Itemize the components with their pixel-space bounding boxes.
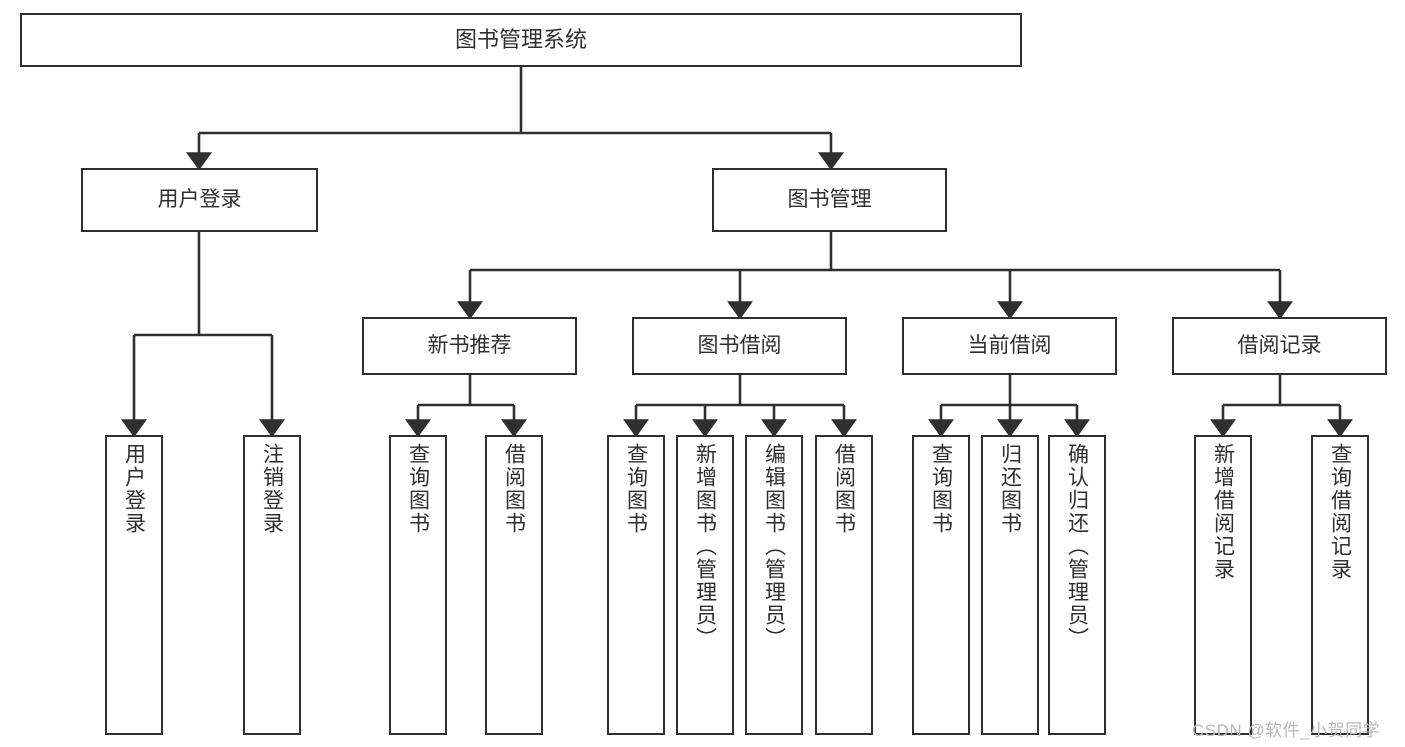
node-label: 当前借阅 (967, 333, 1052, 357)
node-current-borrow[interactable]: 当前借阅 (902, 317, 1117, 375)
node-label: 归还图书 (998, 443, 1022, 535)
node-label: 图书管理系统 (454, 27, 587, 53)
node-label: 新增借阅记录 (1211, 443, 1235, 581)
leaf-current-borrow-query[interactable]: 查询图书 (912, 435, 970, 735)
node-label: 确认归还（管理员） (1065, 443, 1089, 650)
node-label: 用户登录 (157, 187, 242, 211)
node-label: 借阅图书 (502, 443, 526, 535)
node-label: 查询图书 (929, 443, 953, 535)
leaf-book-borrow-borrow[interactable]: 借阅图书 (815, 435, 873, 735)
node-label: 新书推荐 (427, 333, 512, 357)
leaf-book-borrow-edit[interactable]: 编辑图书（管理员） (745, 435, 803, 735)
node-new-book-recommend[interactable]: 新书推荐 (362, 317, 577, 375)
leaf-new-book-query[interactable]: 查询图书 (389, 435, 447, 735)
node-label: 图书管理 (787, 187, 872, 211)
node-book-management[interactable]: 图书管理 (712, 168, 947, 232)
csdn-watermark: CSDN @软件_小贺同学 (1192, 721, 1381, 740)
leaf-user-login-logout[interactable]: 注销登录 (243, 435, 301, 735)
node-label: 用户登录 (122, 443, 146, 535)
leaf-current-borrow-return[interactable]: 归还图书 (981, 435, 1039, 735)
node-label: 查询图书 (406, 443, 430, 535)
node-label: 查询图书 (624, 443, 648, 535)
node-label: 图书借阅 (697, 333, 782, 357)
node-label: 注销登录 (260, 443, 284, 535)
node-book-borrow[interactable]: 图书借阅 (632, 317, 847, 375)
leaf-book-borrow-add[interactable]: 新增图书（管理员） (676, 435, 734, 735)
leaf-borrow-record-add[interactable]: 新增借阅记录 (1194, 435, 1252, 735)
node-label: 编辑图书（管理员） (762, 443, 786, 650)
node-borrow-record[interactable]: 借阅记录 (1172, 317, 1387, 375)
leaf-new-book-borrow[interactable]: 借阅图书 (485, 435, 543, 735)
node-label: 借阅图书 (832, 443, 856, 535)
leaf-book-borrow-query[interactable]: 查询图书 (607, 435, 665, 735)
leaf-current-borrow-confirm-return[interactable]: 确认归还（管理员） (1048, 435, 1106, 735)
leaf-borrow-record-query[interactable]: 查询借阅记录 (1311, 435, 1369, 735)
node-book-management-system[interactable]: 图书管理系统 (20, 13, 1022, 67)
leaf-user-login-login[interactable]: 用户登录 (105, 435, 163, 735)
node-label: 查询借阅记录 (1328, 443, 1352, 581)
node-user-login[interactable]: 用户登录 (81, 168, 318, 232)
node-label: 新增图书（管理员） (693, 443, 717, 650)
node-label: 借阅记录 (1237, 333, 1322, 357)
